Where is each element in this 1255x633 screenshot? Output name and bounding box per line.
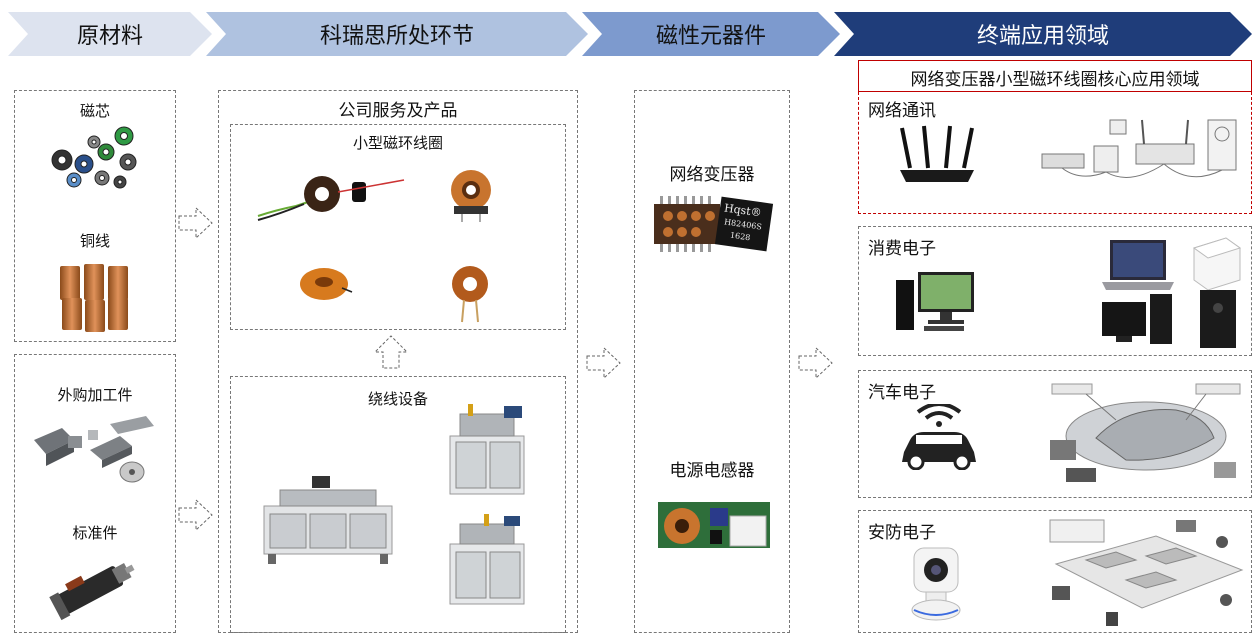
copper-wire-spools-icon [60, 264, 128, 332]
application-label: 消费电子 [868, 239, 936, 259]
flow-arrow-icon [178, 498, 213, 532]
ring-coil-products-title: 小型磁环线圈 [352, 134, 443, 152]
stage-components: 磁性元器件 [582, 12, 840, 56]
charger-icon [1192, 237, 1242, 291]
network-topology-icon [1041, 119, 1237, 178]
winding-equipment-title: 绕线设备 [367, 390, 428, 408]
ring-coil-products-box [230, 124, 566, 330]
application-label: 网络通讯 [868, 101, 936, 121]
stage-applications: 终端应用领域 [834, 12, 1252, 56]
toroid-coil-leads-icon [257, 176, 405, 221]
application-label: 汽车电子 [868, 383, 936, 403]
winding-machine-icon [449, 404, 525, 495]
raw-material-label: 铜线 [79, 232, 110, 250]
winding-machine-icon [263, 476, 393, 564]
toroid-coil-copper-icon [452, 266, 488, 323]
company-services-title: 公司服务及产品 [338, 101, 458, 121]
consumer-electronics-box [858, 226, 1252, 356]
power-inductor-board-icon [658, 502, 770, 548]
flow-up-arrow-icon [373, 335, 409, 369]
magnetic-cores-icon [51, 126, 137, 189]
raw-materials-group-1 [14, 90, 176, 342]
security-system-diagram-icon [1049, 519, 1244, 626]
network-transformer-chip-icon: Hqst® H82406S 1628 [652, 194, 774, 254]
component-label: 网络变压器 [669, 165, 755, 185]
winding-machine-icon [449, 514, 525, 605]
desktop-computer-icon [896, 272, 974, 331]
pc-tower-icon [1200, 290, 1236, 348]
network-communication-box [858, 92, 1252, 214]
flow-arrow-icon [586, 346, 621, 380]
stage-label: 原材料 [76, 24, 143, 49]
machined-parts-icon [34, 416, 154, 483]
core-application-title-box [858, 60, 1252, 92]
laptop-icon [1102, 240, 1174, 290]
application-label: 安防电子 [868, 523, 936, 543]
connected-car-icon [902, 404, 976, 470]
toroid-coil-orange-icon [300, 268, 353, 300]
stage-label: 终端应用领域 [976, 24, 1109, 49]
raw-material-label: 磁芯 [79, 102, 110, 120]
flow-arrow-icon [798, 346, 833, 380]
stage-label: 科瑞思所处环节 [319, 24, 474, 49]
raw-material-label: 外购加工件 [57, 386, 133, 404]
flow-arrow-icon [178, 206, 213, 240]
standard-part-motor-icon [49, 563, 135, 621]
pc-tower-icon [1102, 294, 1172, 344]
router-icon [900, 125, 974, 182]
security-camera-icon [911, 547, 961, 621]
toroid-coil-vertical-icon [451, 170, 491, 222]
component-label: 电源电感器 [669, 461, 755, 481]
stage-company: 科瑞思所处环节 [206, 12, 588, 56]
raw-material-label: 标准件 [72, 524, 118, 542]
car-electronics-diagram-icon [1050, 383, 1241, 482]
stage-raw-materials: 原材料 [8, 12, 212, 56]
core-application-title: 网络变压器小型磁环线圈核心应用领域 [910, 70, 1200, 90]
automotive-electronics-box [858, 370, 1252, 498]
stage-label: 磁性元器件 [655, 24, 766, 49]
